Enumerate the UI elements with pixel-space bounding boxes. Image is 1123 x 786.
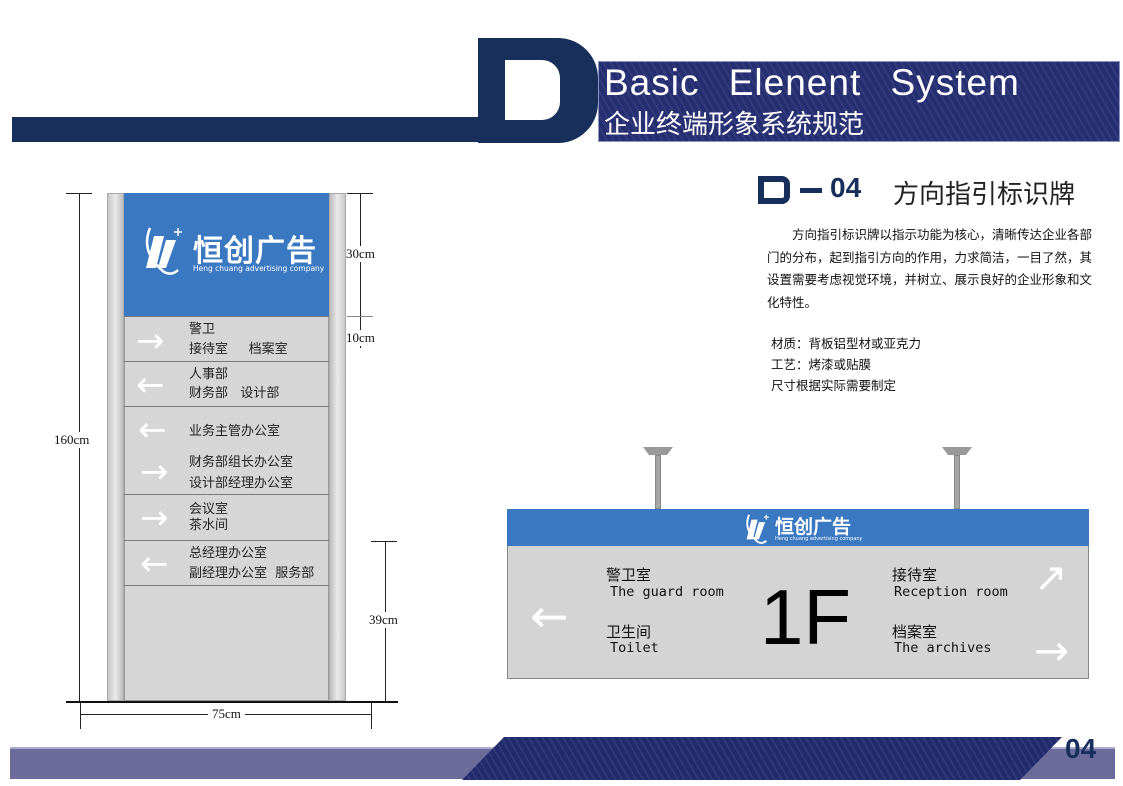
ground-line (66, 701, 398, 703)
section-description: 方向指引标识牌以指示功能为核心，清晰传达企业各部门的分布，起到指引方向的作用，力… (767, 227, 1093, 310)
ceiling-mount-left (643, 447, 673, 455)
brand-name-en: Heng chuang advertising company (193, 264, 325, 273)
dim-line-header (360, 193, 361, 348)
destination-en: Reception room (894, 584, 1008, 600)
ceiling-mount-right (942, 447, 972, 455)
arrow-right-icon: → (140, 498, 169, 538)
arrow-right-icon: → (140, 452, 169, 492)
dim-tick (371, 541, 397, 542)
sign-row-line: 接待室 档案室 (189, 342, 288, 357)
title-banner (598, 61, 1120, 142)
brand-logo-icon (142, 222, 187, 277)
footer-stripe (462, 737, 1062, 780)
row-divider (124, 494, 329, 495)
row-divider (124, 406, 329, 407)
destination-en: The archives (894, 640, 992, 656)
brand-logo-icon (743, 511, 773, 545)
header-bar (12, 117, 482, 142)
sign-row-line: 警卫 (189, 322, 216, 337)
arrow-right-icon: → (1034, 626, 1070, 675)
sign-row-line: 副经理办公室 服务部 (189, 566, 315, 581)
dim-width: 75cm (208, 706, 245, 722)
destination-en: Toilet (610, 640, 659, 656)
sign-post-right (329, 193, 346, 701)
dim-tick (80, 703, 81, 729)
floor-number: 1F (760, 573, 852, 661)
dim-base-height: 39cm (369, 612, 398, 628)
arrow-up-right-icon: ↗ (1034, 555, 1068, 601)
destination-zh: 卫生间 (606, 623, 652, 641)
brand-name-zh: 恒创广告 (193, 234, 317, 269)
page-number: 04 (1065, 733, 1097, 764)
sign-row-line: 茶水间 (189, 518, 229, 533)
hanging-sign-header (507, 509, 1089, 546)
sign-row-line: 设计部经理办公室 (189, 476, 294, 491)
destination-zh: 档案室 (892, 623, 938, 641)
hanging-rod-left (655, 455, 661, 509)
arrow-left-icon: ← (138, 410, 167, 450)
spec-size: 尺寸根据实际需要制定 (771, 378, 897, 393)
row-divider (124, 540, 329, 541)
title-english: Basic Elenent System (604, 62, 1020, 103)
dim-tick (347, 316, 373, 317)
section-dash (800, 188, 822, 193)
title-chinese: 企业终端形象系统规范 (604, 110, 865, 140)
arrow-left-icon: ← (140, 544, 169, 584)
dim-header-height: 30cm (346, 246, 375, 262)
destination-en: The guard room (610, 584, 724, 600)
arrow-left-icon: ← (530, 589, 569, 643)
dim-row-height: 10cm (346, 330, 375, 346)
brand-name-en: Heng chuang advertising company (775, 536, 863, 542)
sign-row-line: 会议室 (189, 502, 229, 517)
section-title: 方向指引标识牌 (893, 180, 1076, 210)
section-d-icon (758, 176, 790, 204)
destination-zh: 接待室 (892, 566, 938, 584)
spec-material: 材质：背板铝型材或亚克力 (771, 336, 922, 351)
row-divider (124, 361, 329, 362)
hanging-rod-right (954, 455, 960, 509)
big-d-letter-counter (505, 60, 560, 120)
row-divider (124, 316, 329, 317)
spec-process: 工艺：烤漆或贴膜 (771, 357, 872, 372)
row-divider (124, 585, 329, 586)
sign-row-line: 总经理办公室 (189, 546, 268, 561)
sign-row-line: 业务主管办公室 (189, 424, 281, 439)
arrow-left-icon: ← (136, 365, 165, 405)
destination-zh: 警卫室 (606, 566, 652, 584)
section-number: 04 (830, 172, 862, 203)
brand-name-zh: 恒创广告 (775, 516, 852, 538)
arrow-right-icon: → (136, 321, 165, 361)
sign-row-line: 人事部 (189, 367, 229, 382)
sign-post-left (107, 193, 124, 701)
sign-row-line: 财务部 设计部 (189, 386, 280, 401)
dim-total-height: 160cm (54, 432, 90, 448)
dim-tick (371, 703, 372, 729)
sign-row-line: 财务部组长办公室 (189, 455, 294, 470)
